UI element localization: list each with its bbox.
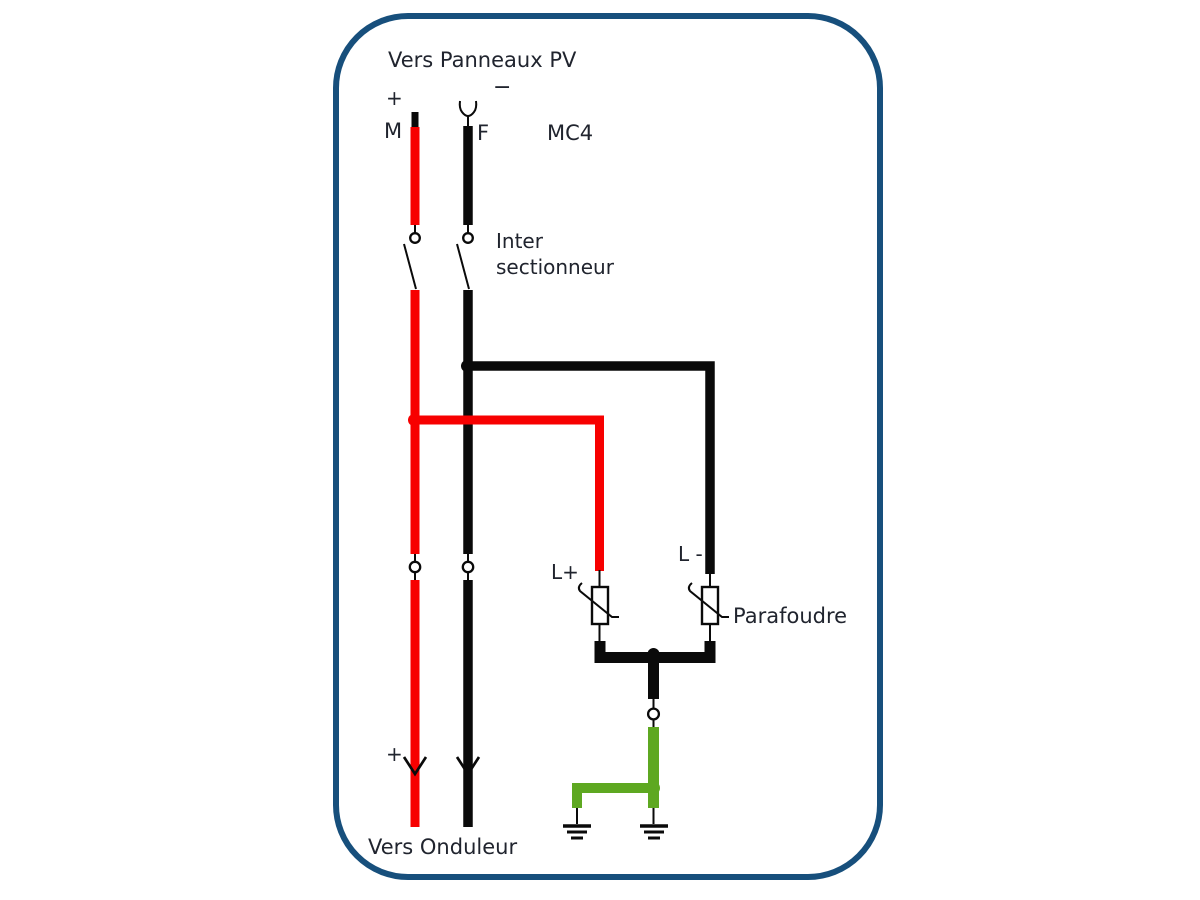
diagram-border-frame	[333, 13, 883, 880]
positive-switch-blade-icon	[403, 243, 417, 290]
negative-switch-blade-icon	[456, 243, 470, 290]
mc4-female-connector-icon	[458, 100, 478, 118]
ground-left-icon	[563, 824, 591, 840]
title-to-inverter: Vers Onduleur	[368, 835, 518, 859]
line-plus-label: L+	[551, 560, 579, 584]
spd-left-varistor-icon	[590, 585, 610, 626]
spd-right-varistor-diagonal-icon	[687, 582, 729, 618]
mc4-male-pin-icon	[411, 112, 419, 128]
earth-inline-connector	[646, 707, 661, 721]
surge-protector-label: Parafoudre	[733, 604, 848, 628]
negative-branch-to-spd	[467, 361, 715, 574]
line-minus-label: L -	[678, 542, 703, 566]
positive-flow-arrow-icon	[402, 756, 428, 777]
positive-branch-to-spd	[413, 415, 604, 571]
title-to-pv-panels: Vers Panneaux PV	[388, 48, 577, 72]
spd-left-varistor-diagonal-icon	[577, 582, 619, 618]
spd-right-varistor-icon	[700, 585, 720, 626]
polarity-plus-bottom-label: +	[386, 742, 403, 766]
earth-wire-branch	[572, 783, 654, 808]
mc4-label: MC4	[547, 121, 594, 145]
male-connector-label: M	[384, 119, 403, 143]
negative-inline-connector	[461, 560, 475, 574]
positive-inline-connector	[408, 560, 422, 574]
polarity-plus-top-label: +	[386, 86, 403, 110]
polarity-minus-top-label: −	[493, 75, 512, 100]
negative-switch-contact	[462, 232, 474, 244]
disconnect-switch-label: Inter sectionneur	[496, 229, 614, 280]
ground-right-icon	[640, 824, 668, 840]
negative-flow-arrow-icon	[455, 756, 481, 777]
female-connector-label: F	[477, 121, 490, 145]
positive-switch-contact	[409, 232, 421, 244]
